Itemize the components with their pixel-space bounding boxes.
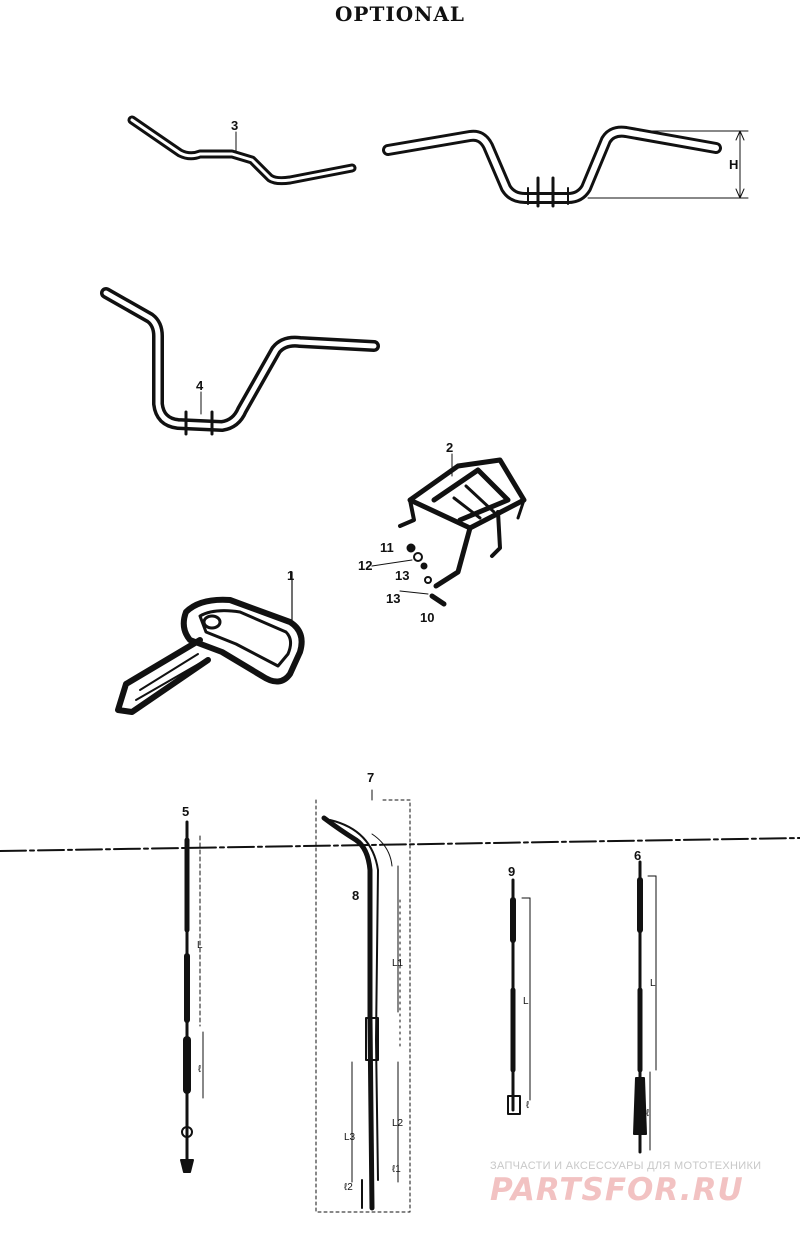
callout-8: 8 (352, 888, 359, 903)
watermark-logo: PARTSFOR.RU (490, 1172, 744, 1208)
callout-4: 4 (196, 378, 204, 393)
callout-13b: 13 (386, 591, 400, 606)
dimension-small-l2-cable7: ℓ2 (344, 1182, 353, 1193)
handlebar-tall (382, 125, 749, 208)
cable-9 (507, 878, 531, 1115)
cable-7 (315, 789, 411, 1213)
callout-3: 3 (231, 118, 238, 133)
dimension-l-cable5: L (197, 940, 203, 951)
cable-5 (180, 820, 204, 1173)
handlebar-3 (127, 115, 357, 186)
page-title: OPTIONAL (335, 2, 465, 26)
callout-1: 1 (287, 568, 294, 583)
handlebar-4 (100, 287, 380, 436)
callout-2: 2 (446, 440, 453, 455)
dimension-small-l1-cable7: ℓ1 (392, 1164, 401, 1175)
dimension-h: H (729, 157, 738, 172)
callout-5: 5 (182, 804, 189, 819)
cable-6 (633, 860, 657, 1154)
dimension-l3-cable7: L3 (344, 1132, 356, 1143)
dimension-l-cable9: L (523, 996, 529, 1007)
carrier-rack-2 (371, 453, 527, 607)
callout-7: 7 (367, 770, 374, 785)
dimension-l-cable6: L (650, 978, 656, 989)
ignition-key-1 (115, 571, 305, 715)
dimension-small-l-cable9: ℓ (526, 1100, 530, 1111)
dimension-small-l-cable6: ℓ (646, 1108, 650, 1119)
watermark-tagline: ЗАПЧАСТИ И АКСЕССУАРЫ ДЛЯ МОТОТЕХНИКИ (490, 1160, 762, 1172)
section-divider (0, 837, 800, 852)
dimension-l1-cable7: L1 (392, 958, 404, 969)
callout-10: 10 (420, 610, 434, 625)
callout-9: 9 (508, 864, 515, 879)
callout-6: 6 (634, 848, 641, 863)
dimension-small-l-cable5: ℓ (198, 1064, 202, 1075)
dimension-l2-cable7: L2 (392, 1118, 404, 1129)
callout-11: 11 (380, 540, 394, 555)
callout-13a: 13 (395, 568, 409, 583)
callout-12: 12 (358, 558, 372, 573)
